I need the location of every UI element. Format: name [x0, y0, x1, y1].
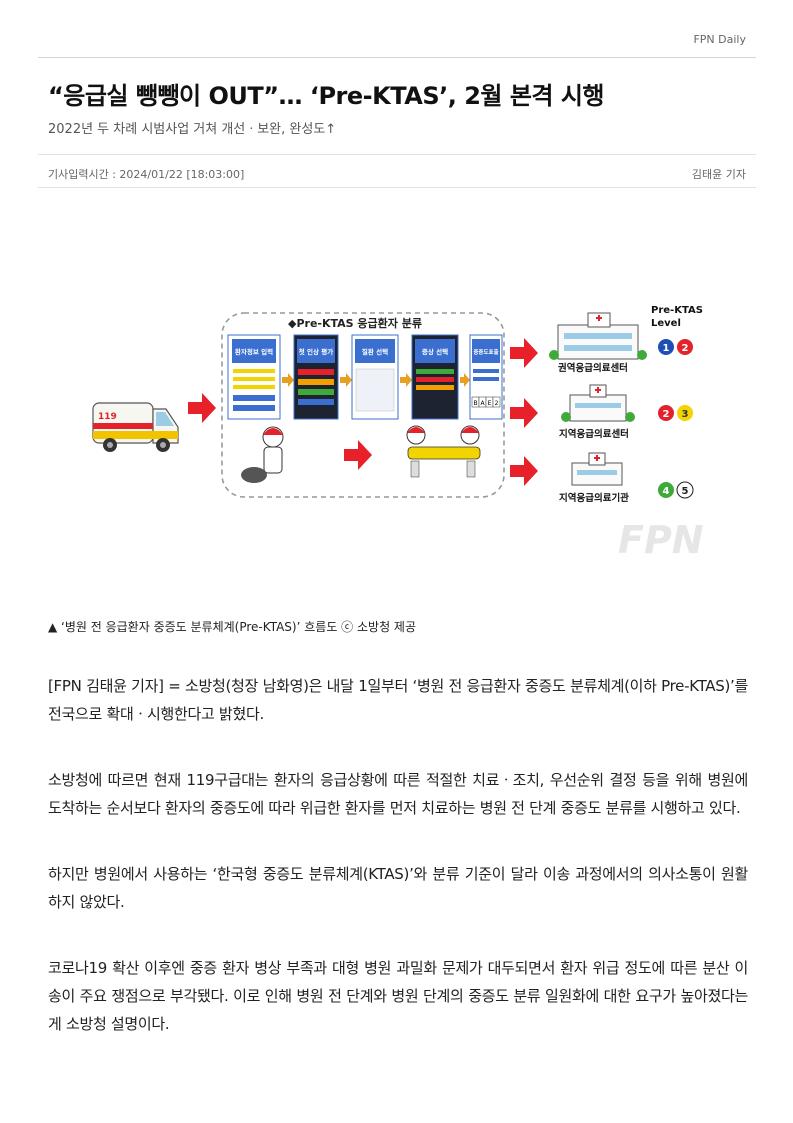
article-headline: “응급실 뺑뺑이 OUT”… ‘Pre-KTAS’, 2월 본격 시행: [48, 82, 605, 110]
article-subtitle: 2022년 두 차례 시범사업 거쳐 개선ㆍ보완, 완성도↑: [48, 122, 337, 137]
hospital-icon: [561, 384, 635, 422]
svg-text:환자정보 입력: 환자정보 입력: [235, 347, 273, 356]
svg-text:5: 5: [682, 486, 689, 497]
svg-text:질환 선택: 질환 선택: [362, 347, 388, 356]
hospital-icon: [571, 452, 623, 486]
svg-text:B: B: [473, 400, 477, 407]
level-badges: 1 2: [658, 339, 693, 355]
svg-text:3: 3: [682, 409, 689, 420]
stretcher-rescuers-icon: [406, 425, 481, 478]
title-divider: [38, 154, 756, 155]
article-body: [FPN 김태윤 기자] = 소방청(청장 남화영)은 내달 1일부터 ‘병원 …: [48, 672, 748, 1076]
article-paragraph: [FPN 김태윤 기자] = 소방청(청장 남화영)은 내달 1일부터 ‘병원 …: [48, 677, 748, 723]
ambulance-icon: 119: [92, 402, 179, 452]
step-panel: 증상 선택: [411, 334, 459, 420]
svg-text:2: 2: [663, 409, 670, 420]
classification-title: ◆Pre-KTAS 응급환자 분류: [288, 316, 422, 330]
svg-text:2: 2: [682, 343, 689, 354]
score-cells: B A E 2: [471, 396, 501, 408]
arrow-icon: [510, 456, 538, 486]
svg-text:1: 1: [663, 343, 670, 354]
level-badges: 4 5: [658, 481, 694, 499]
classification-box: [221, 312, 505, 498]
figure-caption: ▲ ‘병원 전 응급환자 중증도 분류체계(Pre-KTAS)’ 흐름도 ⓒ 소…: [48, 620, 417, 634]
svg-text:A: A: [480, 400, 485, 407]
step-panel: 중증도표출 B A E 2: [469, 334, 503, 420]
meta-divider: [38, 187, 756, 188]
hospital-icon: [549, 312, 647, 360]
svg-text:E: E: [488, 400, 492, 407]
rescuer-icon: [241, 426, 284, 483]
site-brand[interactable]: FPN Daily: [693, 33, 746, 46]
svg-text:첫 인상 평가: 첫 인상 평가: [299, 347, 333, 356]
arrow-icon: [510, 398, 538, 428]
step-panel: 환자정보 입력: [227, 334, 281, 420]
header-divider: [38, 57, 756, 58]
step-panels: 환자정보 입력 첫 인상 평가 질환 선택 증상: [227, 334, 503, 420]
level-badges: 2 3: [658, 405, 693, 421]
article-paragraph: 하지만 병원에서 사용하는 ‘한국형 중증도 분류체계(KTAS)’와 분류 기…: [48, 865, 748, 911]
step-panel: 첫 인상 평가: [293, 334, 339, 420]
svg-text:중증도표출: 중증도표출: [473, 348, 498, 356]
fpn-watermark: FPN: [618, 518, 704, 562]
svg-text:119: 119: [98, 412, 117, 422]
svg-text:2: 2: [495, 400, 499, 407]
facility-name: 지역응급의료기관: [559, 492, 629, 504]
arrow-icon: [510, 338, 538, 368]
pre-ktas-flow-diagram: FPN 119 ◆Pre-KTAS 응급환자 분류 환자정보 입력: [92, 305, 706, 562]
facility-name: 권역응급의료센터: [558, 362, 628, 374]
level-header: Pre-KTAS Level: [651, 305, 706, 329]
article-paragraph: 소방청에 따르면 현재 119구급대는 환자의 응급상황에 따른 적절한 치료ㆍ…: [48, 771, 748, 817]
article-paragraph: 코로나19 확산 이후엔 중증 환자 병상 부족과 대형 병원 과밀화 문제가 …: [48, 959, 748, 1033]
svg-text:증상 선택: 증상 선택: [422, 347, 448, 356]
article-input-time: 기사입력시간 : 2024/01/22 [18:03:00]: [48, 168, 245, 181]
arrow-icon: [344, 440, 372, 470]
article-author[interactable]: 김태윤 기자: [691, 168, 746, 181]
step-panel: 질환 선택: [351, 334, 399, 420]
facility-name: 지역응급의료센터: [559, 428, 629, 440]
svg-text:4: 4: [663, 486, 670, 497]
arrow-icon: [188, 393, 216, 423]
